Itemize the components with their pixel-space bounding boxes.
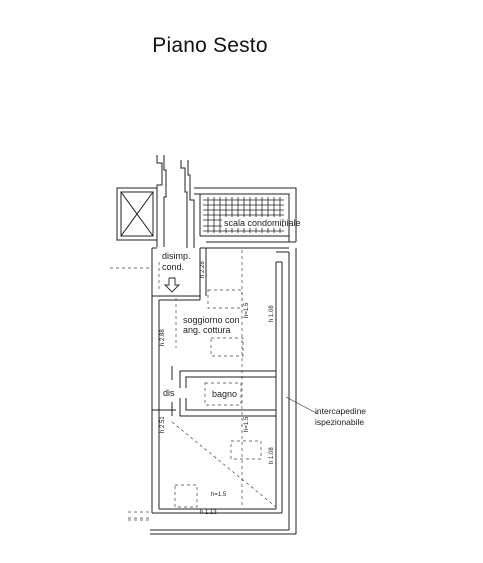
height-living-left: h 2.88 (160, 329, 166, 346)
bath-label: bagno (212, 389, 237, 399)
cavity-label-line2: ispezionabile (315, 417, 364, 427)
stair-core-walls (151, 155, 297, 296)
living-label-line1: soggiorno con (183, 315, 240, 325)
landing-label-line1: disimp. (162, 251, 191, 261)
height-bottom-low: h 1.13 (200, 510, 217, 516)
landing-label-line2: cond. (162, 262, 184, 272)
cavity-pointer (285, 396, 319, 415)
height-living-mid: h=1.5 (244, 302, 250, 318)
height-living-right: h 1.08 (269, 305, 275, 322)
stairs-label: scala condominiale (224, 218, 301, 228)
interior-walls (152, 366, 276, 417)
stair-label-box (222, 217, 282, 228)
dashed-guides (110, 250, 277, 521)
height-bottom-mid: h=1.5 (211, 492, 227, 498)
hall-label: dis (163, 388, 175, 398)
page-title: Piano Sesto (152, 34, 268, 57)
height-lower-mid: h=1.5 (244, 416, 250, 432)
cavity-label-line1: intercapedine (315, 406, 366, 416)
entrance-arrow-icon (163, 277, 181, 293)
living-label-line2: ang. cottura (183, 325, 231, 335)
lift-shaft (116, 187, 158, 241)
bath-fixture (204, 382, 242, 406)
outer-walls (150, 241, 297, 535)
height-landing: h 2.28 (200, 261, 206, 278)
height-hall: h 2.51 (160, 416, 166, 433)
height-lower-right: h 1.08 (269, 447, 275, 464)
